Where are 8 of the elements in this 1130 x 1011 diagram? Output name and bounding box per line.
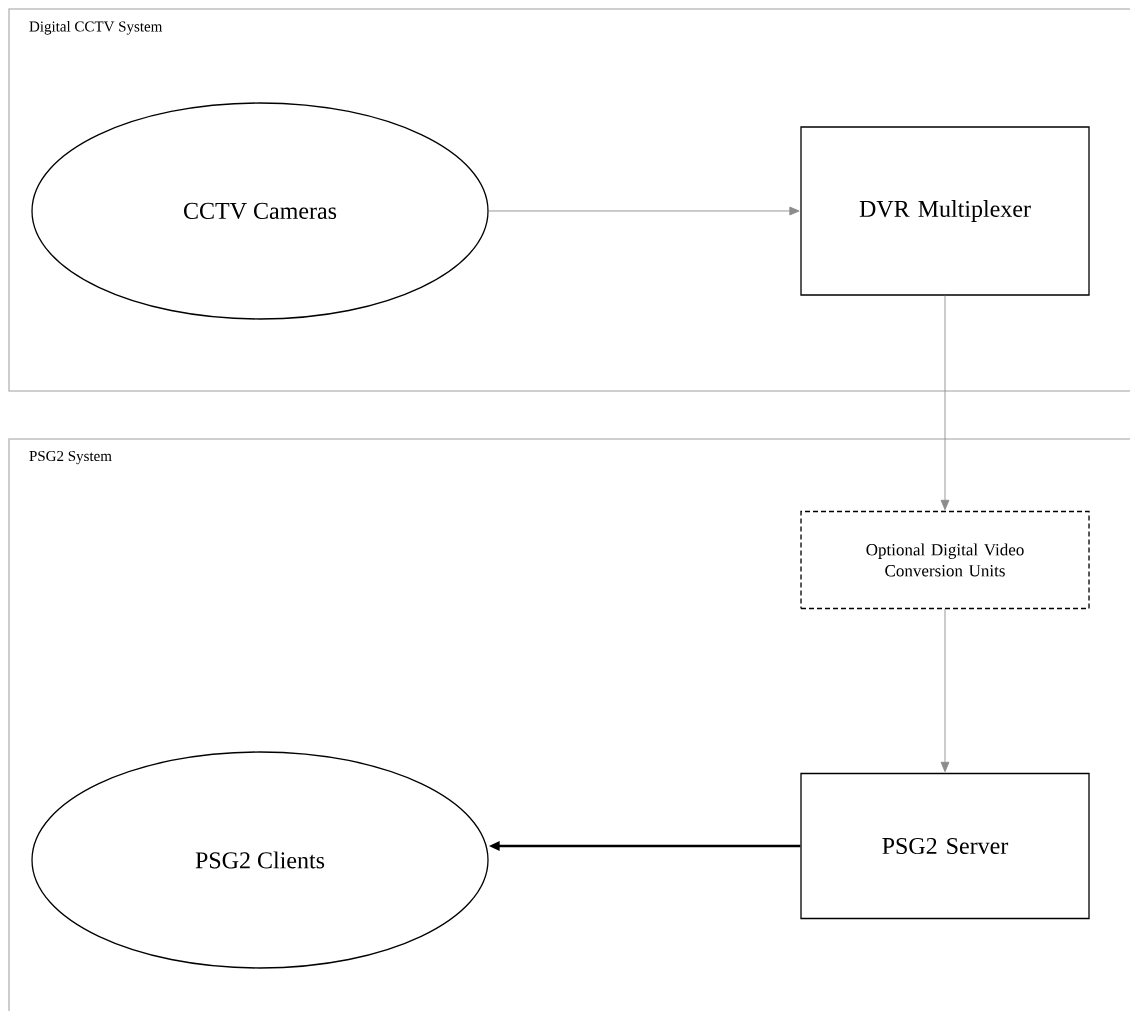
process-box: DVR Multiplexer bbox=[800, 126, 1090, 296]
process-box: PSG2 Server bbox=[800, 772, 1090, 920]
ellipse-node: CCTV Cameras bbox=[31, 102, 489, 320]
arrow bbox=[488, 206, 800, 216]
ellipse-node: PSG2 Clients bbox=[31, 751, 489, 969]
arrow bbox=[940, 295, 950, 511]
optional-box: Optional Digital Video Conversion Units bbox=[800, 510, 1090, 610]
arrow bbox=[940, 608, 950, 773]
